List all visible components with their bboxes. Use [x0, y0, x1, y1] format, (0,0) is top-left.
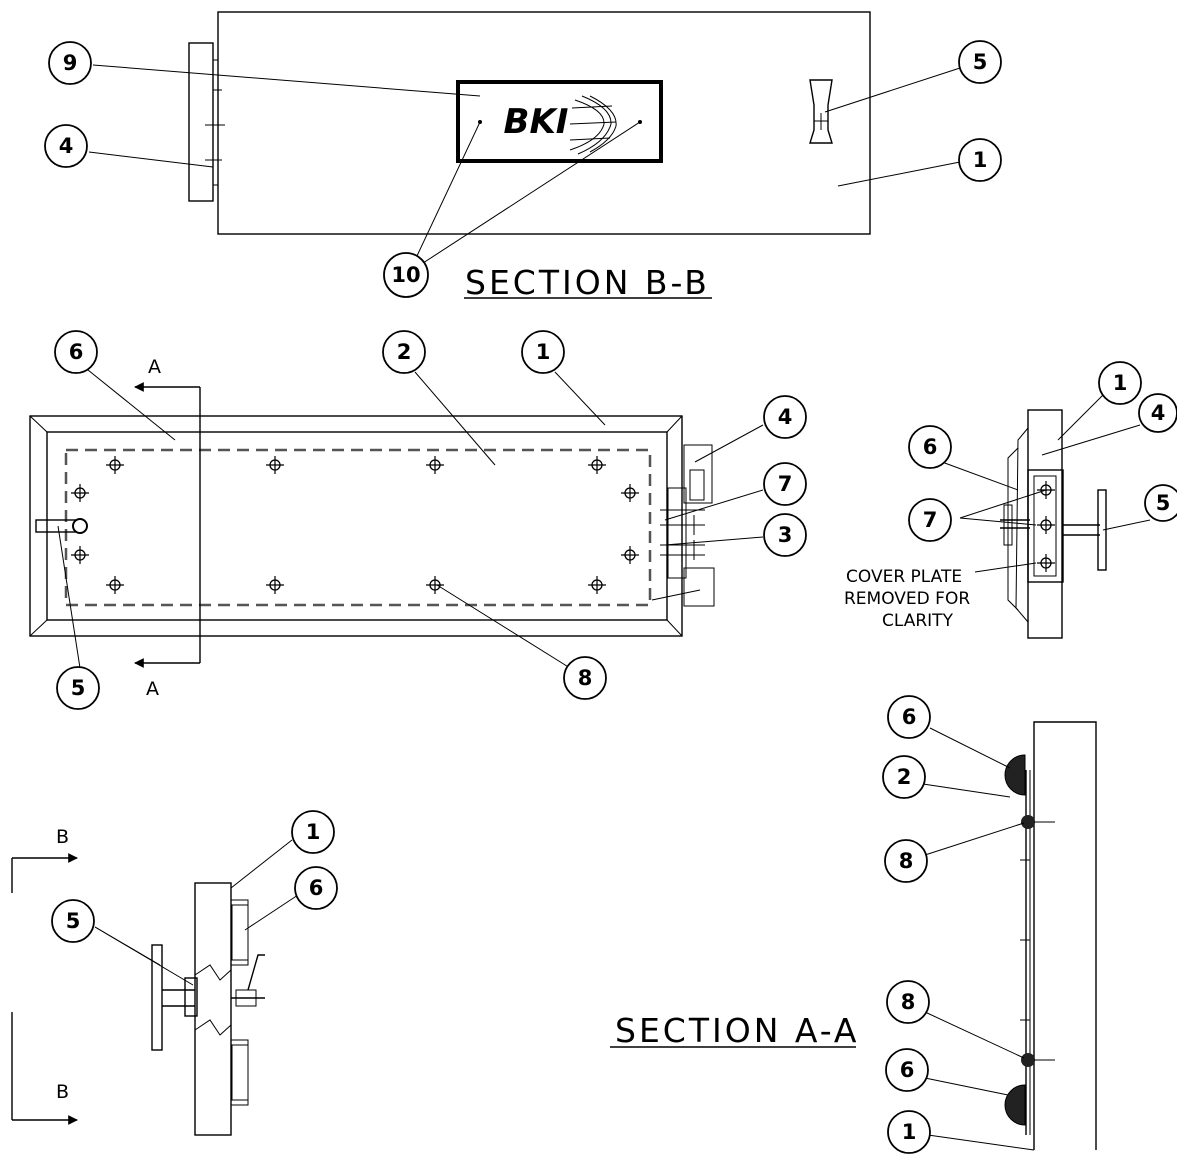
svg-text:7: 7 — [923, 508, 938, 532]
callout-1: 1 — [521, 330, 565, 374]
callout-5: 5 — [1144, 484, 1177, 522]
side-handle — [1097, 489, 1107, 571]
svg-text:1: 1 — [973, 148, 988, 172]
callout-9: 9 — [48, 41, 92, 85]
hinge-block — [1027, 469, 1064, 583]
svg-text:2: 2 — [397, 340, 412, 364]
logo-plate — [456, 80, 663, 163]
svg-text:4: 4 — [59, 134, 74, 158]
door-panel — [217, 11, 871, 235]
callout-6: 6 — [885, 1048, 929, 1092]
front-view: A A — [29, 356, 764, 700]
globe-logo-icon — [569, 95, 617, 155]
cut-label-b-bottom: B — [56, 1081, 69, 1103]
callout-6: 6 — [887, 695, 931, 739]
callout-1: 1 — [291, 810, 335, 854]
svg-text:6: 6 — [69, 340, 84, 364]
hinge-strip — [188, 42, 214, 202]
callout-4: 4 — [763, 395, 807, 439]
gasket-top — [1004, 754, 1026, 796]
callout-6: 6 — [54, 330, 98, 374]
callout-1: 1 — [1098, 361, 1142, 405]
callout-6: 6 — [294, 866, 338, 910]
callout-5: 5 — [51, 899, 95, 943]
detail-panel — [194, 882, 232, 1136]
frame-inner — [46, 431, 668, 621]
latch-detail-view: B B — [11, 826, 299, 1136]
svg-text:8: 8 — [578, 666, 593, 690]
svg-text:3: 3 — [778, 523, 793, 547]
callout-6: 6 — [908, 425, 952, 469]
svg-text:1: 1 — [536, 340, 551, 364]
callout-7: 7 — [763, 462, 807, 506]
callout-1: 1 — [887, 1110, 931, 1154]
callout-4: 4 — [1138, 393, 1177, 433]
callout-5: 5 — [958, 40, 1002, 84]
svg-text:5: 5 — [1156, 491, 1171, 515]
gasket-outline — [64, 448, 652, 607]
svg-text:4: 4 — [778, 405, 793, 429]
svg-text:6: 6 — [900, 1058, 915, 1082]
note-line-2: REMOVED FOR — [844, 589, 970, 609]
side-view: COVER PLATE REMOVED FOR CLARITY — [844, 389, 1151, 639]
svg-text:9: 9 — [63, 51, 78, 75]
callout-1: 1 — [958, 138, 1002, 182]
svg-text:2: 2 — [897, 765, 912, 789]
callout-3: 3 — [763, 513, 807, 557]
section-aa-title: SECTION A-A — [615, 1011, 860, 1050]
svg-text:4: 4 — [1151, 401, 1166, 425]
callout-2: 2 — [882, 755, 926, 799]
gasket-bottom — [1004, 1084, 1026, 1126]
cut-label-a-bottom: A — [146, 678, 159, 700]
section-bb-title: SECTION B-B — [465, 263, 710, 302]
handle-profile — [809, 79, 833, 144]
hinge-assembly — [651, 444, 715, 607]
callout-4: 4 — [44, 124, 88, 168]
svg-text:5: 5 — [66, 909, 81, 933]
section-aa-view: SECTION A-A — [610, 721, 1097, 1151]
callout-2: 2 — [382, 330, 426, 374]
svg-text:6: 6 — [309, 876, 324, 900]
svg-text:6: 6 — [902, 705, 917, 729]
callout-8: 8 — [563, 656, 607, 700]
frame-outer — [29, 415, 683, 637]
note-line-3: CLARITY — [882, 611, 954, 631]
svg-text:5: 5 — [973, 50, 988, 74]
aa-panel-outline — [1033, 721, 1097, 1150]
svg-text:8: 8 — [901, 990, 916, 1014]
callout-8: 8 — [886, 980, 930, 1024]
callout-10: 10 — [383, 252, 429, 298]
cut-label-b-top: B — [56, 826, 69, 848]
svg-text:6: 6 — [923, 435, 938, 459]
note-line-1: COVER PLATE — [846, 567, 962, 587]
callout-7: 7 — [908, 498, 952, 542]
callout-5: 5 — [56, 666, 100, 710]
svg-text:10: 10 — [391, 263, 420, 287]
logo-text: BKI — [504, 102, 569, 142]
svg-text:8: 8 — [899, 849, 914, 873]
detail-handle — [151, 944, 163, 1051]
svg-text:5: 5 — [71, 676, 86, 700]
svg-text:1: 1 — [1113, 371, 1128, 395]
section-bb-view: BKI SECTION B-B — [88, 11, 961, 302]
cut-label-a-top: A — [148, 356, 161, 378]
svg-text:1: 1 — [306, 820, 321, 844]
svg-text:1: 1 — [902, 1120, 917, 1144]
callouts: 9 4 5 1 10 6 2 1 4 7 3 8 5 1 4 6 7 5 1 6… — [44, 40, 1177, 1154]
callout-8: 8 — [884, 839, 928, 883]
svg-text:7: 7 — [778, 472, 793, 496]
